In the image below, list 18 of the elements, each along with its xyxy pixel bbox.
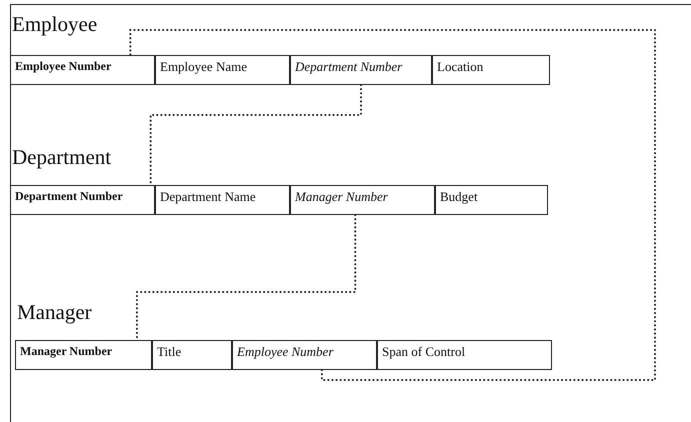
table-name: Manager <box>17 300 92 325</box>
table-name: Employee <box>12 12 98 37</box>
dotted-connector <box>129 29 656 381</box>
primary-key-field: Manager Number <box>15 340 152 370</box>
attribute-field: Department Name <box>155 185 290 215</box>
attribute-field: Employee Name <box>155 55 290 85</box>
table-name: Department <box>12 145 112 170</box>
attribute-field: Budget <box>435 185 548 215</box>
dotted-connector <box>136 214 356 341</box>
attribute-field: Title <box>152 340 232 370</box>
dotted-connector <box>150 84 362 186</box>
attribute-field: Location <box>432 55 550 85</box>
primary-key-field: Employee Number <box>10 55 155 85</box>
attribute-field: Span of Control <box>377 340 552 370</box>
foreign-key-field: Department Number <box>290 55 432 85</box>
foreign-key-field: Employee Number <box>232 340 377 370</box>
primary-key-field: Department Number <box>10 185 155 215</box>
foreign-key-field: Manager Number <box>290 185 435 215</box>
